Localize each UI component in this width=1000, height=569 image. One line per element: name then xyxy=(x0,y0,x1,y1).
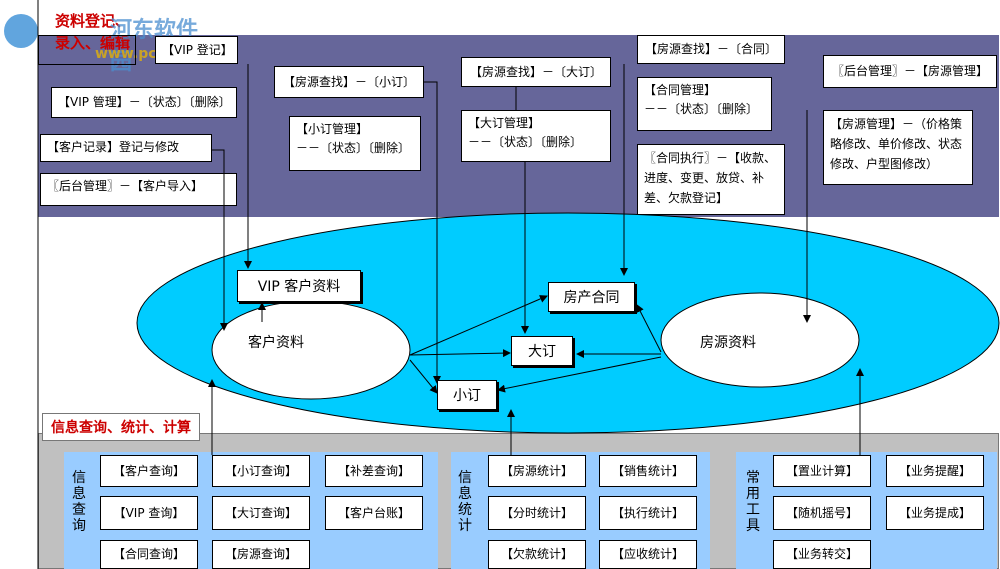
backend-house-box: 〖后台管理〗－【房源管理】 xyxy=(823,55,997,88)
stats-title: 信息统计 xyxy=(458,470,472,534)
stats-timeshare-button[interactable]: 【分时统计】 xyxy=(488,496,586,530)
arrow-customer-to-contract xyxy=(409,295,548,356)
query-small-order-button[interactable]: 【小订查询】 xyxy=(212,455,310,487)
house-data-label: 房源资料 xyxy=(700,335,756,351)
contract-manage-box: 【合同管理】 －－〔状态〕〔删除〕 xyxy=(637,77,772,131)
watermark-title-line1: 资料登记、 xyxy=(55,12,131,30)
tools-lottery-button[interactable]: 【随机摇号】 xyxy=(773,496,871,530)
small-order-node: 小订 xyxy=(437,380,497,410)
house-data-ellipse xyxy=(660,292,860,388)
query-big-order-button[interactable]: 【大订查询】 xyxy=(212,496,310,530)
arrow-house-to-contract xyxy=(636,304,662,353)
tools-commission-button[interactable]: 【业务提成】 xyxy=(886,496,984,530)
arrow-customer-to-big-order xyxy=(409,349,511,358)
watermark-logo-icon xyxy=(4,14,38,48)
stats-sales-button[interactable]: 【销售统计】 xyxy=(599,455,697,487)
query-customer-button[interactable]: 【客户查询】 xyxy=(100,455,198,487)
tools-purchase-calc-button[interactable]: 【置业计算】 xyxy=(773,455,871,487)
tools-title: 常用工具 xyxy=(746,470,760,534)
customer-record-box: 【客户记录】登记与修改 xyxy=(40,134,212,162)
arrow-customer-to-small-order xyxy=(409,359,438,394)
query-customer-ledger-button[interactable]: 【客户台账】 xyxy=(325,496,423,530)
small-order-manage-box: 【小订管理】 －－〔状态〕〔删除〕 xyxy=(289,116,421,171)
customer-data-label: 客户资料 xyxy=(248,335,304,351)
property-contract-node: 房产合同 xyxy=(548,282,635,312)
house-search-contract-box: 【房源查找】－〔合同〕 xyxy=(637,35,785,64)
query-contract-button[interactable]: 【合同查询】 xyxy=(100,540,198,569)
watermark-title-line2: 录入、编辑 xyxy=(55,34,131,52)
arrow-house-search-small xyxy=(424,81,441,384)
house-search-big-box: 【房源查找】－〔大订〕 xyxy=(461,57,611,87)
vip-customer-node: VIP 客户资料 xyxy=(237,270,361,302)
query-price-diff-button[interactable]: 【补差查询】 xyxy=(325,455,423,487)
backend-import-box: 〖后台管理〗－【客户导入】 xyxy=(40,173,237,206)
customer-data-ellipse xyxy=(211,300,411,400)
vip-manage-box: 【VIP 管理】－〔状态〕〔删除〕 xyxy=(51,87,237,118)
contract-exec-box: 〖合同执行〗－【收款、进度、变更、放贷、补差、欠款登记】 xyxy=(637,144,785,215)
watermark-brand: 河东软件园 xyxy=(110,18,199,75)
stats-house-button[interactable]: 【房源统计】 xyxy=(488,455,586,487)
section-label: 信息查询、统计、计算 xyxy=(42,413,200,441)
arrow-customer-record xyxy=(212,149,228,331)
arrow-house-to-small-order xyxy=(497,356,662,393)
stats-exec-button[interactable]: 【执行统计】 xyxy=(599,496,697,530)
tools-reminder-button[interactable]: 【业务提醒】 xyxy=(886,455,984,487)
house-manage-box: 【房源管理】－（价格策略修改、单价修改、状态修改、户型图修改） xyxy=(823,110,973,185)
query-vip-button[interactable]: 【VIP 查询】 xyxy=(100,496,198,530)
big-order-manage-box: 【大订管理】 －－〔状态〕〔删除〕 xyxy=(461,110,611,162)
stats-arrears-button[interactable]: 【欠款统计】 xyxy=(488,540,586,569)
query-title: 信息查询 xyxy=(72,470,86,534)
big-order-node: 大订 xyxy=(511,336,573,366)
vip-register-box: 【VIP 登记】 xyxy=(155,36,238,64)
house-search-small-box: 【房源查找】－〔小订〕 xyxy=(274,66,424,98)
tools-transfer-button[interactable]: 【业务转交】 xyxy=(773,540,871,569)
